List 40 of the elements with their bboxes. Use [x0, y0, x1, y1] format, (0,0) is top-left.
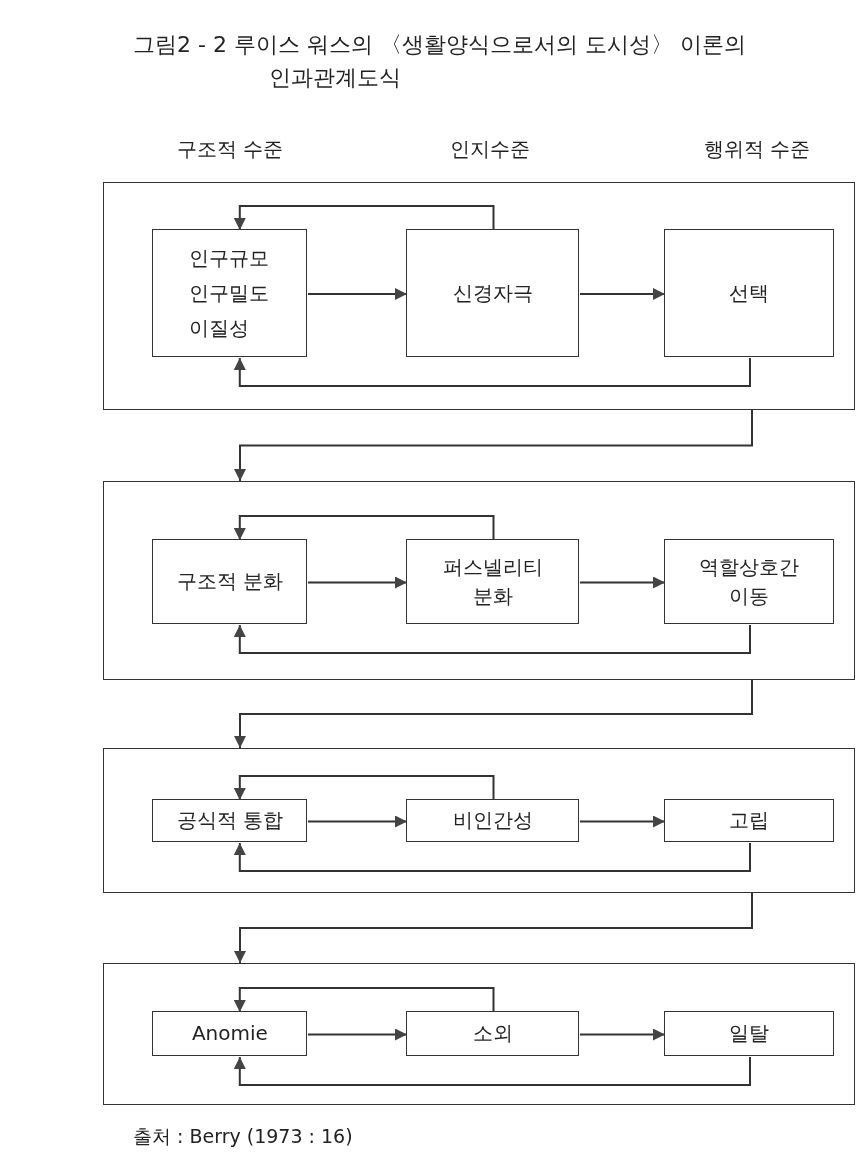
arrow — [307, 576, 408, 589]
arrow — [307, 1028, 408, 1041]
panel-frame — [103, 182, 855, 410]
process-box: 인구규모 인구밀도 이질성 — [152, 229, 308, 358]
figure-title: 그림2 - 2 루이스 워스의 〈생활양식으로서의 도시성〉 이론의 인과관계도식 — [133, 31, 747, 92]
arrow — [233, 842, 751, 872]
arrow — [233, 624, 751, 654]
panel-frame — [103, 748, 855, 893]
arrow — [579, 815, 666, 828]
process-box: 퍼스넬리티 분화 — [406, 539, 580, 625]
arrow — [307, 815, 408, 828]
process-box: 공식적 통합 — [152, 799, 308, 843]
column-heading: 행위적 수준 — [703, 136, 811, 163]
process-box: Anomie — [152, 1011, 308, 1057]
process-box: 선택 — [664, 229, 835, 358]
arrow — [233, 775, 495, 801]
arrow — [234, 409, 753, 482]
arrow — [579, 1028, 666, 1041]
process-box: 역할상호간 이동 — [664, 539, 835, 625]
process-box: 고립 — [664, 799, 835, 843]
arrow — [233, 987, 495, 1013]
arrow — [234, 892, 753, 964]
panel-frame — [103, 963, 855, 1105]
arrow — [234, 679, 753, 749]
process-box: 소외 — [406, 1011, 580, 1057]
arrow — [233, 1056, 751, 1086]
arrow — [233, 515, 495, 541]
arrow — [233, 357, 751, 387]
process-box: 구조적 분화 — [152, 539, 308, 625]
process-box: 비인간성 — [406, 799, 580, 843]
arrow — [233, 205, 495, 231]
process-box: 일탈 — [664, 1011, 835, 1057]
arrow — [579, 576, 666, 589]
column-heading: 인지수준 — [450, 136, 530, 163]
source-note: 출처 : Berry (1973 : 16) — [133, 1124, 353, 1149]
arrow — [579, 288, 666, 300]
panel-frame — [103, 481, 855, 680]
arrow — [307, 288, 408, 300]
column-heading: 구조적 수준 — [176, 136, 284, 163]
process-box: 신경자극 — [406, 229, 580, 358]
